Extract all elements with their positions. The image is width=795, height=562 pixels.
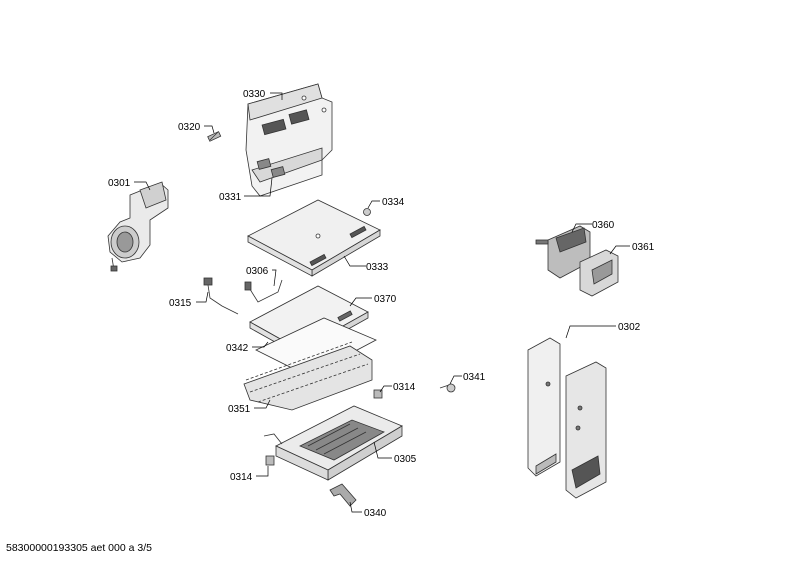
label-0330: 0330: [243, 89, 266, 100]
label-0360: 0360: [592, 220, 615, 231]
part-0340-drain: [329, 483, 357, 507]
part-0301-fan-motor: [107, 181, 169, 272]
part-0333-upper-tray: [247, 199, 381, 277]
label-0334: 0334: [382, 197, 405, 208]
label-0305: 0305: [394, 454, 417, 465]
part-0360-control-unit: [535, 225, 591, 279]
label-0314-lower: 0314: [230, 472, 253, 483]
label-0361: 0361: [632, 242, 655, 253]
label-0370: 0370: [374, 294, 397, 305]
part-0315-sensor: [203, 277, 239, 315]
part-0341-bracket: [439, 383, 456, 393]
label-0351: 0351: [228, 404, 251, 415]
part-0351-evaporator: [243, 341, 373, 411]
label-0306: 0306: [246, 266, 269, 277]
document-footer: 58300000193305 aet 000 a 3/5: [6, 542, 152, 554]
label-0341: 0341: [463, 372, 486, 383]
label-0331: 0331: [219, 192, 242, 203]
part-0330-rear-panel: [245, 83, 333, 197]
label-0315: 0315: [169, 298, 192, 309]
part-0334-clip: [363, 208, 371, 216]
part-0302-side-rails: [527, 337, 607, 499]
label-0301: 0301: [108, 178, 131, 189]
part-0361-housing: [579, 249, 619, 297]
part-0320-connector: [207, 131, 222, 142]
part-0306-wire: [244, 279, 283, 303]
label-0314-upper: 0314: [393, 382, 416, 393]
label-0320: 0320: [178, 122, 201, 133]
leader-lines: [134, 92, 630, 513]
part-labels: 0330 0320 0301 0331 0334 0333 0306 0315 …: [108, 89, 655, 519]
label-0342: 0342: [226, 343, 249, 354]
label-0333: 0333: [366, 262, 389, 273]
part-0314-spacer-lower: [265, 455, 275, 466]
label-0302: 0302: [618, 322, 641, 333]
label-0340: 0340: [364, 508, 387, 519]
part-0305-drip-tray: [263, 405, 403, 481]
part-0314-spacer-upper: [373, 389, 383, 399]
